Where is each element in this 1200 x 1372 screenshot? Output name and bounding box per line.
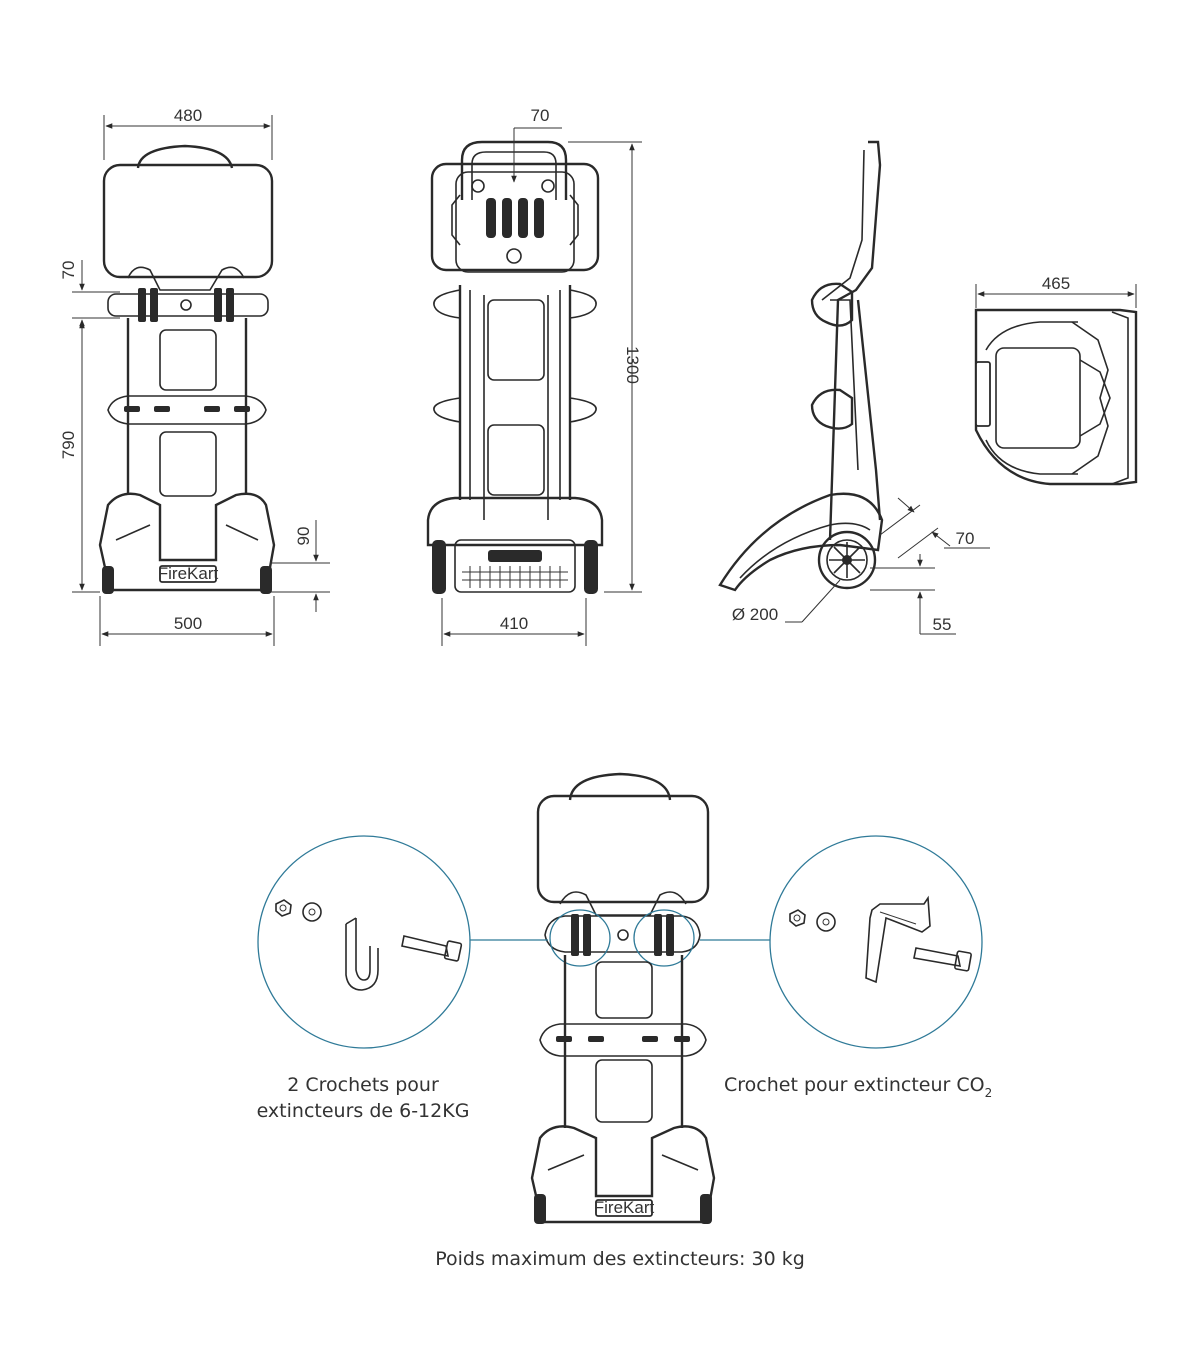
rear-dimensions: 70 1300 410 [441,106,642,646]
dim-front-width-top: 480 [174,106,202,125]
bottom-front-view: FireKart [530,772,716,1224]
side-dimensions: 70 55 Ø 200 [732,497,990,635]
rear-view [426,140,604,594]
dim-rear-handle: 70 [531,106,550,125]
dim-top-depth: 465 [1042,274,1070,293]
dim-side-offset: 70 [956,529,975,548]
dim-front-height-upper: 70 [59,261,78,280]
side-view [718,140,884,592]
callout-right [700,835,983,1049]
caption-left-line2: extincteurs de 6-12KG [257,1100,470,1122]
front-view: FireKart [98,144,276,594]
front-brand-plate: FireKart [158,564,219,583]
top-dimensions: 465 [975,274,1137,308]
caption-bottom: Poids maximum des extincteurs: 30 kg [435,1248,805,1270]
dim-side-clearance: 55 [933,615,952,634]
callout-left [257,835,548,1049]
caption-right: Crochet pour extincteur CO2 [724,1074,992,1100]
caption-left-line1: 2 Crochets pour [287,1074,439,1096]
dim-front-ground: 90 [294,527,313,546]
dim-rear-height: 1300 [623,346,642,384]
dim-front-width-bottom: 500 [174,614,202,633]
bottom-brand-plate: FireKart [594,1198,655,1217]
dim-front-height-mid: 790 [59,431,78,459]
top-view [974,308,1138,486]
dim-side-wheel: Ø 200 [732,605,778,624]
dim-rear-width: 410 [500,614,528,633]
caption-right-subscript: 2 [985,1086,993,1100]
caption-right-text: Crochet pour extincteur CO [724,1074,985,1096]
front-dimensions: 480 70 790 90 500 [59,106,330,646]
